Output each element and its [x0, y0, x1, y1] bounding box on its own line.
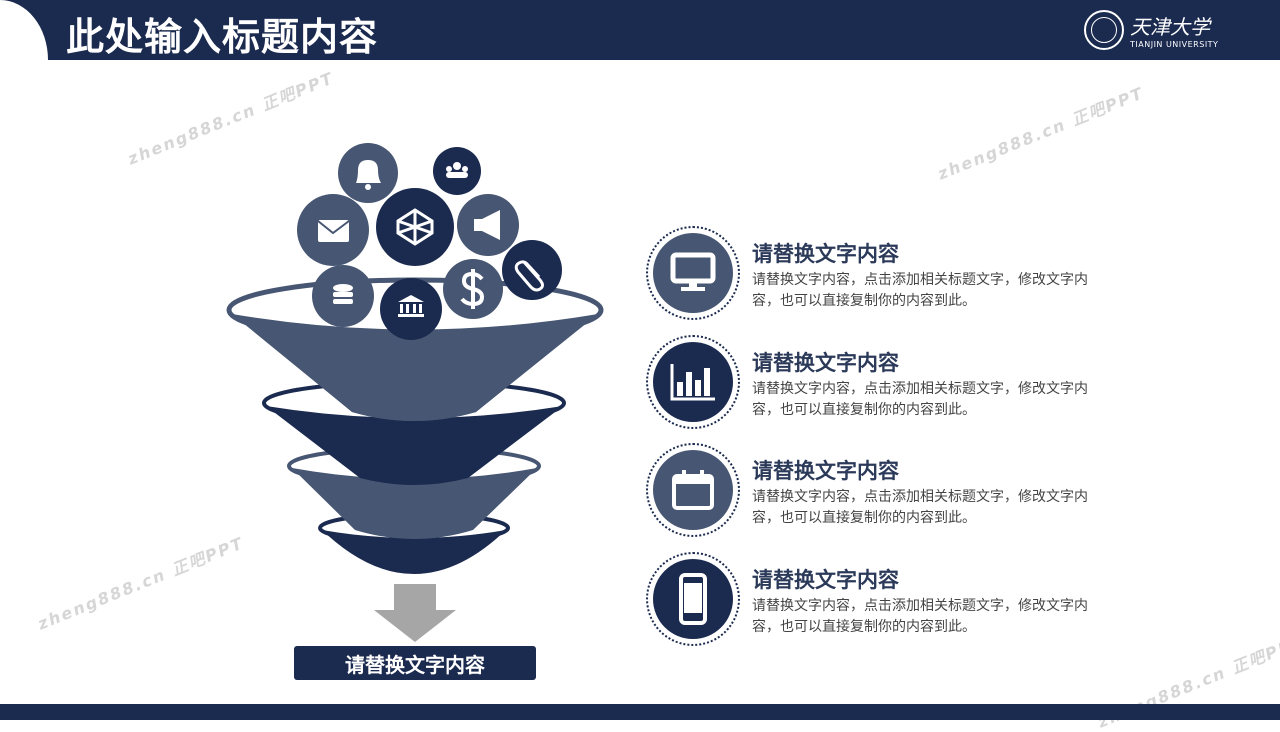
envelope-icon — [297, 194, 369, 266]
users-icon — [433, 147, 481, 195]
header-bar: 此处输入标题内容 天津大学 TIANJIN UNIVERSITY — [0, 0, 1280, 60]
footer-bar — [0, 704, 1280, 720]
bank-icon — [380, 278, 442, 340]
codepen-icon — [376, 188, 454, 266]
bar-chart-icon — [653, 342, 733, 422]
item-title: 请替换文字内容 — [752, 351, 899, 375]
feature-item: 请替换文字内容 请替换文字内容，点击添加相关标题文字，修改文字内容，也可以直接复… — [646, 335, 1106, 435]
funnel-caption: 请替换文字内容 — [294, 646, 536, 680]
feature-item: 请替换文字内容 请替换文字内容，点击添加相关标题文字，修改文字内容，也可以直接复… — [646, 552, 1106, 652]
paperclip-icon — [502, 240, 562, 300]
database-icon — [312, 265, 374, 327]
item-desc: 请替换文字内容，点击添加相关标题文字，修改文字内容，也可以直接复制你的内容到此。 — [752, 272, 1088, 309]
bell-icon — [338, 143, 398, 203]
item-title: 请替换文字内容 — [752, 242, 899, 266]
item-desc: 请替换文字内容，点击添加相关标题文字，修改文字内容，也可以直接复制你的内容到此。 — [752, 381, 1088, 418]
dollar-icon — [443, 259, 503, 319]
item-desc: 请替换文字内容，点击添加相关标题文字，修改文字内容，也可以直接复制你的内容到此。 — [752, 598, 1088, 635]
calendar-icon — [653, 450, 733, 530]
logo-en: TIANJIN UNIVERSITY — [1130, 40, 1219, 49]
megaphone-icon — [457, 194, 519, 256]
item-desc: 请替换文字内容，点击添加相关标题文字，修改文字内容，也可以直接复制你的内容到此。 — [752, 489, 1088, 526]
monitor-icon — [653, 233, 733, 313]
university-logo: 天津大学 TIANJIN UNIVERSITY — [1084, 10, 1218, 50]
phone-icon — [653, 559, 733, 639]
down-arrow-icon — [374, 584, 456, 642]
page-title: 此处输入标题内容 — [66, 15, 379, 59]
feature-item: 请替换文字内容 请替换文字内容，点击添加相关标题文字，修改文字内容，也可以直接复… — [646, 226, 1106, 326]
feature-item: 请替换文字内容 请替换文字内容，点击添加相关标题文字，修改文字内容，也可以直接复… — [646, 443, 1106, 543]
item-title: 请替换文字内容 — [752, 568, 899, 592]
item-title: 请替换文字内容 — [752, 459, 899, 483]
seal-icon — [1084, 10, 1124, 50]
logo-cn: 天津大学 — [1130, 15, 1210, 39]
